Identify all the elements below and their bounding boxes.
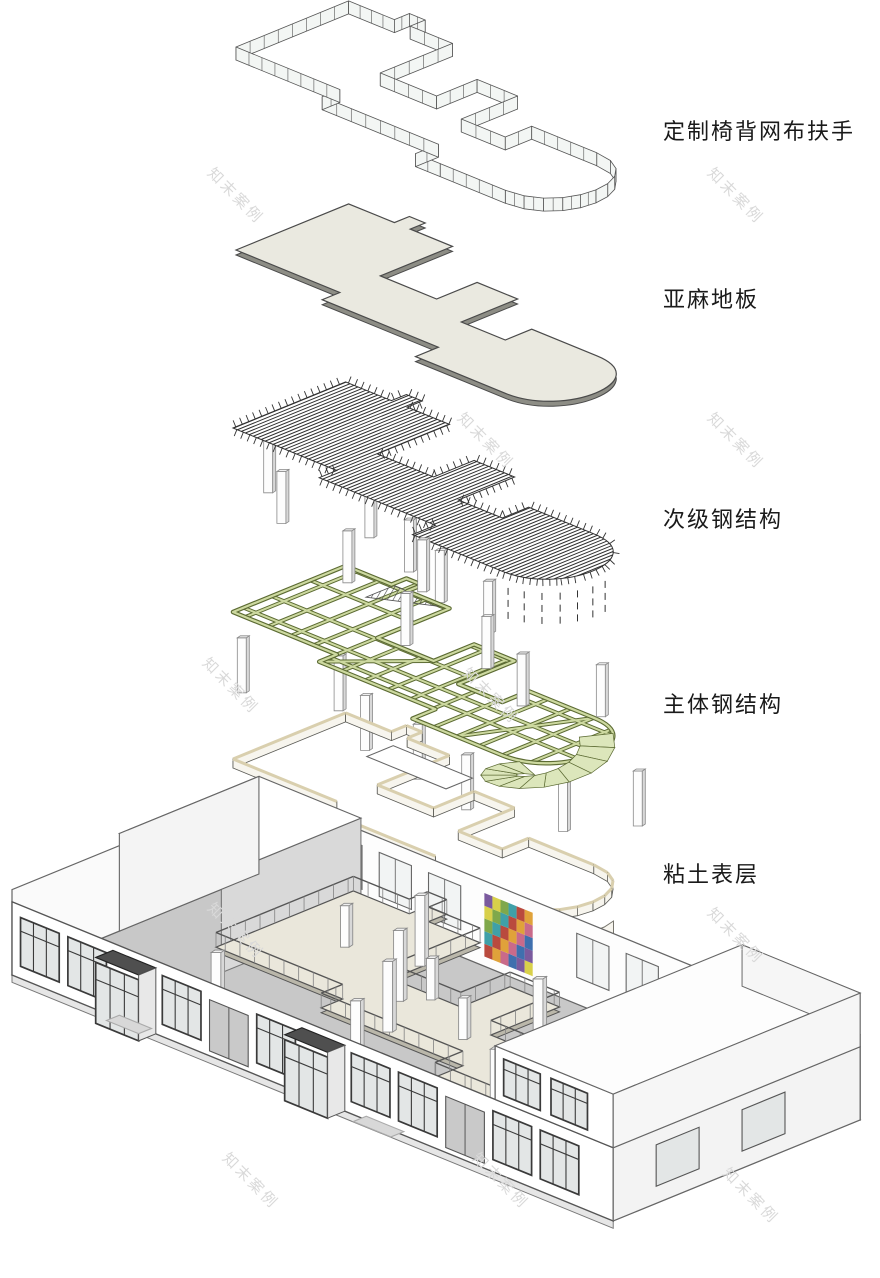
label-primary-steel: 主体钢结构	[663, 692, 784, 717]
secondary-steel-layer	[231, 376, 620, 634]
label-clay-surface: 粘土表层	[663, 862, 760, 887]
label-handrail: 定制椅背网布扶手	[663, 119, 856, 144]
label-secondary-steel: 次级钢结构	[663, 507, 784, 532]
linen-floor-layer	[234, 203, 617, 407]
label-linen-floor: 亚麻地板	[663, 287, 760, 312]
handrail-layer	[235, 0, 617, 212]
building-layer	[10, 775, 862, 1229]
